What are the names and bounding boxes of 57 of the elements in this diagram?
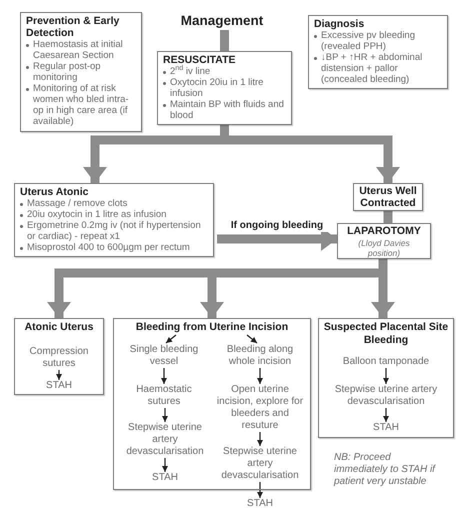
- process-box: [113, 318, 311, 490]
- arrow: [56, 370, 62, 380]
- arrow: [166, 334, 176, 344]
- process-box: [353, 183, 423, 211]
- bullet-text: 20iu oxytocin in 1 litre as infusion: [27, 209, 166, 220]
- step-text: Single bleeding vessel: [128, 344, 200, 368]
- arrow: [246, 334, 258, 344]
- arrow: [162, 458, 168, 472]
- bullet-text: Regular post-op monitoring: [33, 61, 102, 83]
- step-text: Haemostatic sutures: [135, 384, 193, 408]
- step-text: Stepwise uterine artery devascularisation: [334, 384, 438, 408]
- arrow: [257, 368, 263, 384]
- step-text: Stepwise uterine artery devascularisation: [220, 446, 300, 482]
- bullet-text: 2$^{nd}$ iv line: [170, 66, 210, 77]
- step-text: STAH: [151, 472, 179, 484]
- bullet-text: Oxytocin 20iu in 1 litre infusion: [170, 77, 264, 99]
- arrow: [257, 482, 263, 498]
- arrow: [162, 408, 168, 422]
- arrow: [383, 368, 389, 384]
- step-text: STAH: [246, 498, 274, 510]
- arrow: [383, 408, 389, 422]
- bullet-text: Haemostasis at initial Caesarean Section: [33, 39, 124, 61]
- bullet-text: Misoprostol 400 to 600µgm per rectum: [27, 242, 190, 253]
- arrow: [257, 432, 263, 446]
- process-box: [14, 183, 214, 257]
- box-heading: Diagnosis: [314, 18, 366, 30]
- title-text: Management: [180, 12, 264, 30]
- box-heading: RESUSCITATE: [163, 54, 237, 66]
- box-heading: Prevention & Early Detection: [26, 15, 120, 39]
- process-box: [308, 15, 448, 89]
- process-box: [318, 318, 454, 438]
- bullet-text: Ergometrine 0.2mg iv (not if hypertension or cardiac) - repeat x1: [27, 220, 202, 242]
- bullet-text: ↓BP + ↑HR + abdominal distension + pallor (concealed bleeding): [321, 52, 424, 85]
- box-heading: Uterus Atonic: [20, 186, 90, 198]
- box-heading: Suspected Placental Site Bleeding: [322, 321, 450, 347]
- process-box: [20, 12, 142, 132]
- process-box: [14, 318, 104, 395]
- bullet-text: Excessive pv bleeding (revealed PPH): [321, 30, 416, 52]
- box-heading: Atonic Uterus: [24, 321, 94, 334]
- arrow: [161, 368, 167, 384]
- step-text: Compression sutures: [28, 346, 90, 370]
- step-text: Stepwise uterine artery devascularisation: [125, 422, 205, 458]
- bullet-text: Maintain BP with fluids and blood: [170, 99, 285, 121]
- box-heading: LAPAROTOMY: [346, 224, 422, 238]
- process-box: [337, 223, 431, 259]
- bullet-text: Massage / remove clots: [27, 198, 128, 209]
- step-text: STAH: [372, 422, 400, 434]
- step-text: Bleeding along whole incision: [226, 344, 294, 368]
- step-text: Balloon tamponade: [342, 356, 430, 368]
- step-text: Open uterine incision, explore for bleeders and resuture: [216, 384, 304, 432]
- note-text: NB: Proceed immediately to STAH if patient very unstable: [334, 452, 437, 488]
- box-heading: Uterus Well Contracted: [358, 185, 418, 209]
- box-note: (Lloyd Davies position): [357, 238, 411, 258]
- step-text: STAH: [45, 380, 73, 392]
- bullet-text: Monitoring of at risk women who bled intra-op in high care area (if available): [33, 83, 130, 127]
- box-heading: Bleeding from Uterine Incision: [134, 321, 290, 334]
- process-box: [157, 51, 292, 125]
